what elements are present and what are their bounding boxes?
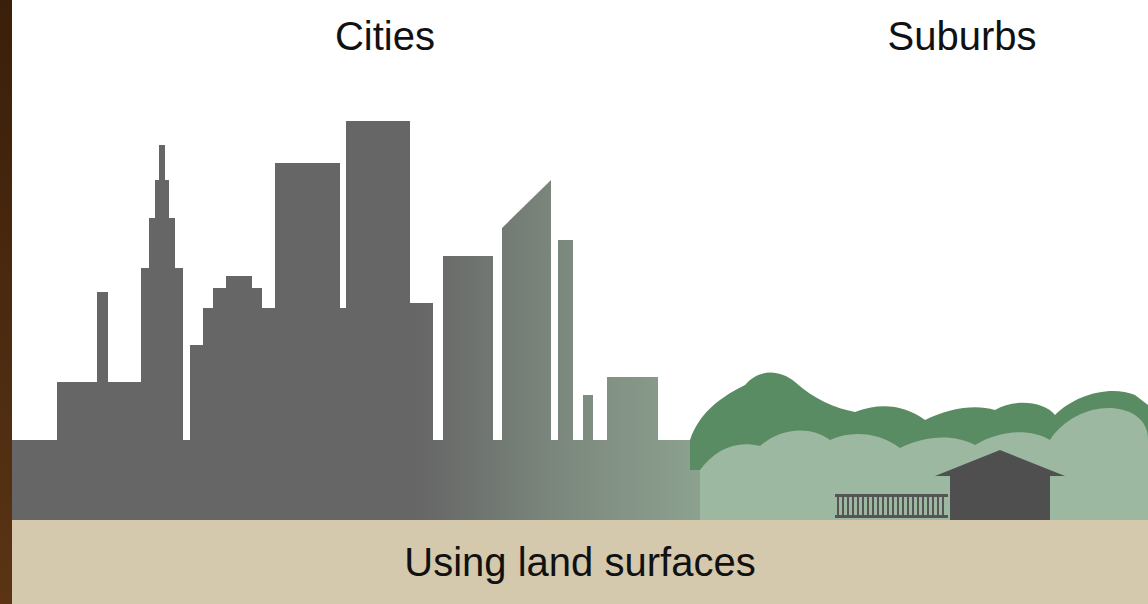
fence-post [877,494,879,518]
fence-post [847,494,849,518]
fence-post [917,494,919,518]
fence-post [857,494,859,518]
fence-post [862,494,864,518]
fence-post [872,494,874,518]
region-label: Suburbs [888,14,1037,59]
fence-post [932,494,934,518]
fence-post [887,494,889,518]
fence-post [892,494,894,518]
fence-post [897,494,899,518]
fence-post [942,494,944,518]
fence-post [842,494,844,518]
fence-post [852,494,854,518]
house [935,450,1065,520]
fence [835,494,948,518]
region-label: Cities [335,14,435,59]
trees [690,373,1148,520]
fence-post [867,494,869,518]
fence-post [837,494,839,518]
fence-post [902,494,904,518]
fence-post [937,494,939,518]
ground-band: Using land surfaces [12,520,1148,604]
sky [12,0,1148,520]
band-label: Using land surfaces [404,540,755,585]
fence-posts [838,494,943,518]
fence-post [907,494,909,518]
fence-post [927,494,929,518]
fence-post [922,494,924,518]
fence-post [882,494,884,518]
city-skyline [12,121,712,520]
fence-post [912,494,914,518]
